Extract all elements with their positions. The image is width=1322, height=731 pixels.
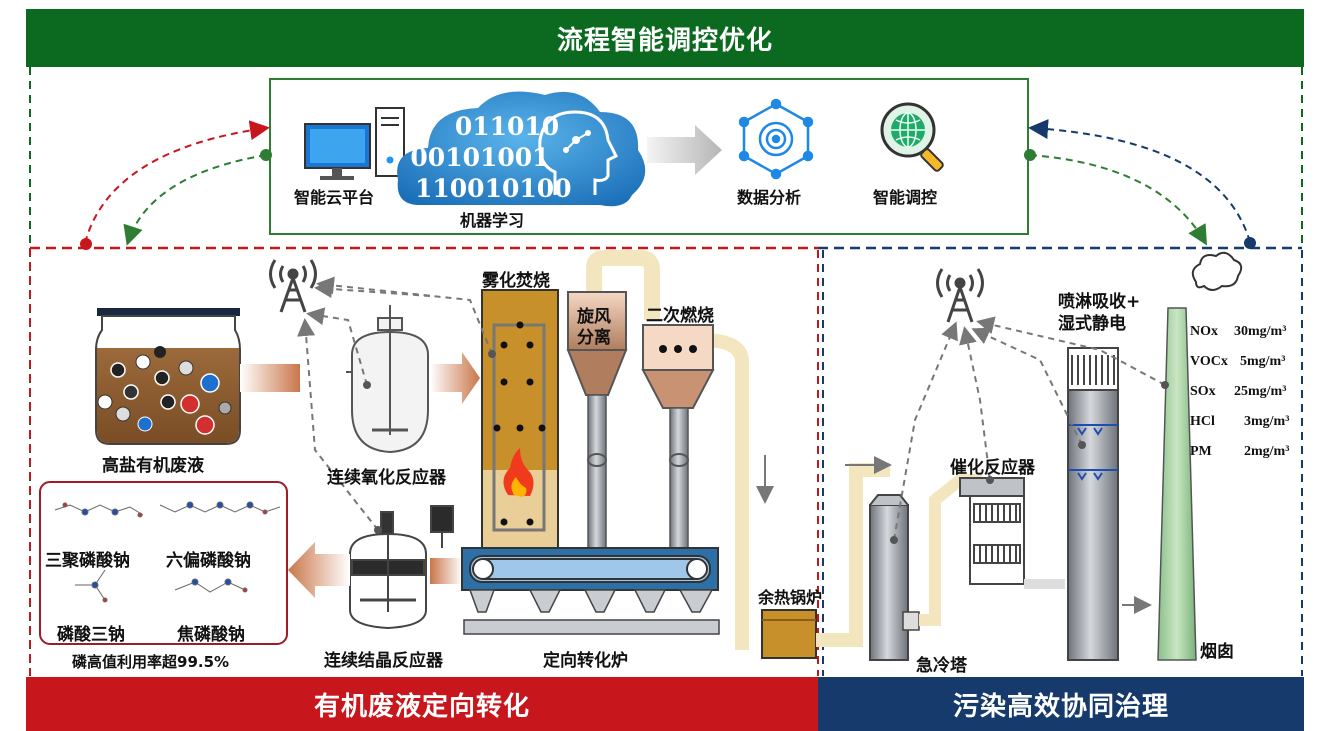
- bottom-right-banner: 污染高效协同治理: [818, 677, 1304, 731]
- product-sodium-hexametaphosphate: 六偏磷酸钠: [166, 551, 251, 571]
- products-box: [39, 481, 288, 645]
- spray-label-1: 喷淋吸收+: [1058, 292, 1141, 312]
- binary-line-1: 011010: [454, 112, 560, 141]
- emission-pm: PM 2mg/m³: [1190, 444, 1300, 460]
- data-analysis-icon: [738, 98, 814, 180]
- emission-name: SOx: [1190, 384, 1216, 399]
- waste-liquid-label: 高盐有机废液: [102, 456, 204, 476]
- cyclone-label-1: 旋风: [577, 307, 611, 327]
- chimney: [1157, 307, 1197, 661]
- emission-name: HCl: [1190, 414, 1215, 429]
- globe-magnifier-icon: [880, 102, 944, 172]
- waste-liquid-tank: [95, 308, 241, 445]
- phosphorus-utilization-note: 磷高值利用率超99.5%: [72, 653, 230, 671]
- atomization-incinerator: [481, 289, 559, 549]
- directional-conversion-furnace: [461, 547, 720, 635]
- chimney-label: 烟囱: [1200, 642, 1234, 662]
- waste-heat-boiler: [761, 609, 817, 659]
- product-sodium-tripolyphosphate: 三聚磷酸钠: [45, 551, 130, 571]
- cloud-icon: [397, 91, 646, 207]
- flow-arrow-gray: [647, 125, 722, 175]
- emission-name: VOCx: [1190, 354, 1228, 369]
- product-trisodium-phosphate: 磷酸三钠: [57, 625, 125, 645]
- binary-line-3: 110010100: [415, 174, 572, 203]
- ai-head-icon: [538, 110, 619, 195]
- flame-icon: [503, 448, 534, 496]
- emission-value: 5mg/m³: [1240, 354, 1286, 369]
- crystallization-reactor-label: 连续结晶反应器: [324, 651, 443, 671]
- emission-hcl: HCl 3mg/m³: [1190, 414, 1300, 430]
- crystallization-reactor: [349, 505, 454, 630]
- product-sodium-pyrophosphate: 焦磷酸钠: [177, 625, 245, 645]
- emission-sox: SOx 25mg/m³: [1190, 384, 1300, 400]
- binary-line-2: 00101001: [410, 143, 550, 172]
- oxidation-reactor: [346, 305, 429, 454]
- top-banner: 流程智能调控优化: [26, 9, 1304, 67]
- spray-label-2: 湿式静电: [1058, 314, 1126, 334]
- conversion-furnace-label: 定向转化炉: [543, 651, 628, 671]
- quench-tower-label: 急冷塔: [916, 656, 967, 676]
- computer-icon: [304, 107, 405, 180]
- quench-tower: [869, 494, 920, 661]
- bottom-left-banner: 有机废液定向转化: [26, 677, 818, 731]
- machine-learning-label: 机器学习: [460, 211, 525, 230]
- atomization-label: 雾化焚烧: [482, 271, 550, 291]
- emission-name: NOx: [1190, 324, 1218, 339]
- emission-name: PM: [1190, 444, 1212, 459]
- catalytic-reactor-label: 催化反应器: [950, 458, 1035, 478]
- emission-value: 25mg/m³: [1234, 384, 1287, 399]
- catalytic-reactor: [959, 477, 1065, 589]
- molecule-drawings: [54, 501, 281, 603]
- antenna-icon-right: [936, 268, 984, 323]
- emission-value: 3mg/m³: [1244, 414, 1290, 429]
- secondary-combustion-chamber: [641, 324, 715, 551]
- data-analysis-label: 数据分析: [737, 188, 802, 207]
- oxidation-reactor-label: 连续氧化反应器: [327, 468, 446, 488]
- emission-value: 30mg/m³: [1234, 324, 1287, 339]
- smart-control-label: 智能调控: [873, 188, 938, 207]
- cloud-platform-label: 智能云平台: [294, 188, 375, 207]
- emission-nox: NOx 30mg/m³: [1190, 324, 1300, 340]
- cyclone-label-2: 分离: [577, 328, 611, 348]
- emission-value: 2mg/m³: [1244, 444, 1290, 459]
- cyclone-separator: [566, 291, 628, 551]
- secondary-combustion-label: 二次燃烧: [646, 306, 714, 326]
- spray-absorption-tower: [1067, 347, 1119, 661]
- smoke-icon: [1191, 251, 1243, 291]
- emission-vocx: VOCx 5mg/m³: [1190, 354, 1300, 370]
- waste-heat-boiler-label: 余热锅炉: [758, 588, 823, 607]
- antenna-icon-left: [269, 259, 317, 313]
